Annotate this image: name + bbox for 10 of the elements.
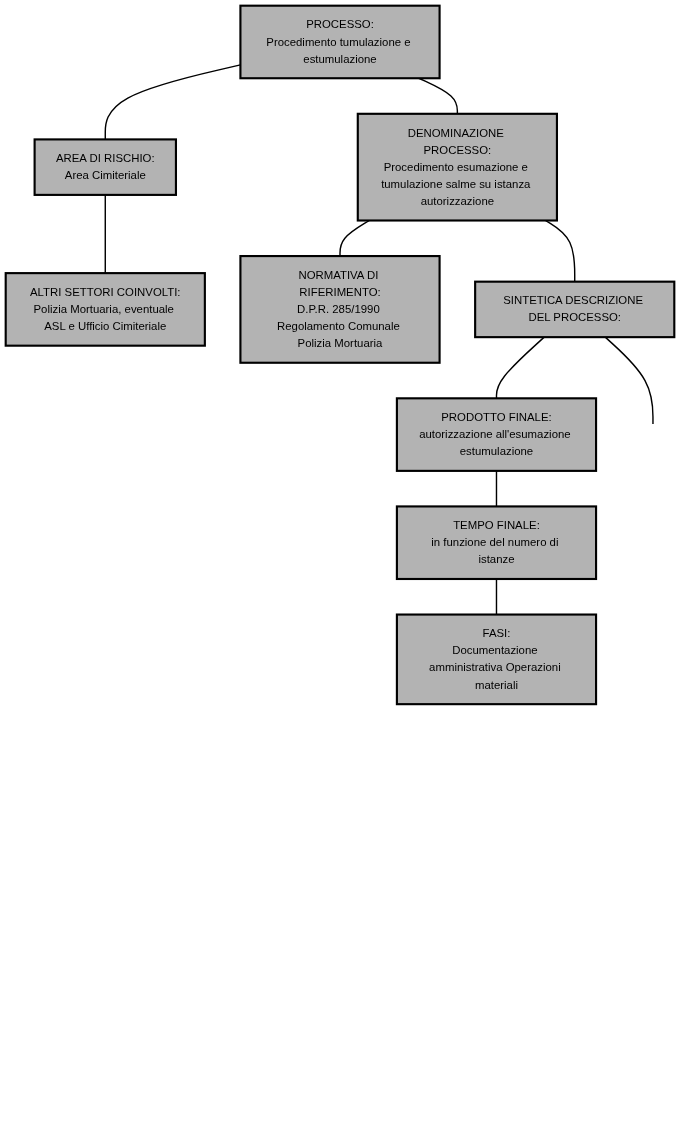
node-box: NORMATIVA DI RIFERIMENTO: D.P.R. 285/1990 Regolamento Comunale Polizia Mortuaria (239, 255, 441, 364)
node-box: ALTRI SETTORI COINVOLTI: Polizia Mortuaria, eventuale ASL e Ufficio Cimiteriale (4, 272, 206, 347)
node-box: PROCESSO: Procedimento tumulazione e estumulazione (239, 4, 441, 80)
node-box: TEMPO FINALE: in funzione del numero di istanze (395, 505, 598, 581)
node-box: PRODOTTO FINALE: autorizzazione all'esumazione estumulazione (395, 397, 598, 472)
connector (104, 194, 106, 274)
node-box: SINTETICA DESCRIZIONE DEL PROCESSO: (474, 280, 676, 339)
node-box: FASI: Documentazione amministrativa Operazioni materiali (395, 613, 598, 706)
node-box: AREA DI RISCHIO: Area Cimiteriale (33, 138, 177, 196)
node-box: DENOMINAZIONE PROCESSO: Procedimento esumazione e tumulazione salme su istanza autorizzazione (356, 112, 558, 222)
